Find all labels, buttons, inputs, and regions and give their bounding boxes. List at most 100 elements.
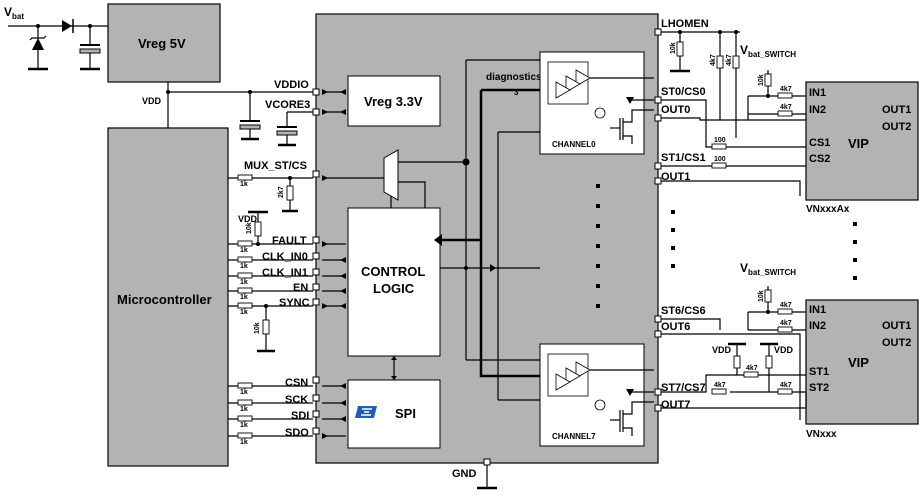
- pin-sync: SYNC: [279, 297, 310, 309]
- pin-clk-in1: CLK_IN1: [262, 267, 308, 279]
- svg-text:10k: 10k: [246, 222, 253, 234]
- svg-text:1k: 1k: [240, 309, 248, 316]
- vip-b-part: VNxxx: [806, 429, 837, 440]
- vip-a-pin-cs1: CS1: [809, 137, 830, 149]
- pin-out0: OUT0: [661, 104, 690, 116]
- mcu-label: Microcontroller: [117, 292, 212, 307]
- pin-en: EN: [293, 282, 308, 294]
- vip-a-pin-in2: IN2: [809, 104, 826, 116]
- pin-sdo: SDO: [285, 427, 309, 439]
- vreg5-block: [107, 3, 221, 83]
- svg-text:1k: 1k: [240, 181, 248, 188]
- internal-control-arrows: [322, 241, 397, 439]
- control-logic-label-2: LOGIC: [373, 281, 415, 296]
- vreg5-label: Vreg 5V: [138, 36, 186, 51]
- svg-text:1k: 1k: [240, 263, 248, 270]
- vbat-switch-a: Vbat_SWITCH: [740, 43, 796, 59]
- svg-text:10k: 10k: [254, 322, 261, 334]
- pin-out7: OUT7: [661, 399, 690, 411]
- output-ellipsis: [671, 210, 675, 268]
- input-diode-icon: [62, 19, 74, 33]
- svg-text:4k7: 4k7: [726, 54, 733, 66]
- svg-text:1k: 1k: [240, 247, 248, 254]
- svg-text:10k: 10k: [670, 42, 677, 54]
- pin-csn: CSN: [285, 377, 308, 389]
- channel-ellipsis: [596, 184, 600, 308]
- pin-st7: ST7/CS7: [661, 382, 706, 394]
- st-logo-icon: [355, 406, 377, 418]
- fault-pullup-vdd: VDD: [238, 214, 258, 224]
- vip-b-pin-in1: IN1: [809, 304, 826, 316]
- pin-sck: SCK: [285, 394, 308, 406]
- svg-text:10k: 10k: [758, 290, 765, 302]
- pin-fault: FAULT: [272, 235, 307, 247]
- svg-text:4k7: 4k7: [710, 54, 717, 66]
- vip-ellipsis: [853, 222, 857, 280]
- vip-a-pin-in1: IN1: [809, 87, 826, 99]
- svg-text:4k7: 4k7: [780, 382, 792, 389]
- pin-out6: OUT6: [661, 321, 690, 333]
- channel0-label: CHANNEL0: [552, 140, 596, 149]
- vip-b-label: VIP: [848, 355, 869, 370]
- channel7-label: CHANNEL7: [552, 432, 596, 441]
- bus-width-label: 3: [514, 88, 519, 97]
- pin-st0: ST0/CS0: [661, 86, 706, 98]
- vreg33-label: Vreg 3.3V: [364, 94, 423, 109]
- vip-a-pin-out2: OUT2: [882, 121, 911, 133]
- control-logic-block: [347, 207, 441, 357]
- svg-text:1k: 1k: [240, 389, 248, 396]
- channel7-amps-icon: [547, 353, 654, 436]
- spi-label: SPI: [395, 406, 416, 421]
- svg-text:4k7: 4k7: [714, 382, 726, 389]
- pin-mux: MUX_ST/CS: [244, 160, 307, 172]
- vip-a-block: [805, 81, 919, 201]
- pin-st1: ST1/CS1: [661, 152, 706, 164]
- gnd-label: GND: [452, 468, 477, 480]
- svg-text:4k7: 4k7: [746, 365, 758, 372]
- svg-text:2k7: 2k7: [278, 186, 285, 198]
- vip-a-pin-cs2: CS2: [809, 153, 830, 165]
- pin-lhomen: LHOMEN: [661, 18, 709, 30]
- pin-vddio: VDDIO: [274, 79, 309, 91]
- vip-b-pin-st1: ST1: [809, 366, 829, 378]
- vbat-switch-b: Vbat_SWITCH: [740, 261, 796, 277]
- svg-text:1k: 1k: [240, 279, 248, 286]
- svg-text:1k: 1k: [240, 439, 248, 446]
- vip-b-vdd-left: VDD: [712, 345, 732, 355]
- diagnostics-label: diagnostics: [486, 72, 542, 83]
- pin-st6: ST6/CS6: [661, 305, 706, 317]
- vcore-cap-icon: [276, 112, 298, 147]
- svg-text:4k7: 4k7: [780, 104, 792, 111]
- channel0-amps-icon: [547, 61, 654, 144]
- svg-text:100: 100: [714, 156, 726, 163]
- pin-sdi: SDI: [291, 410, 309, 422]
- vip-a-pin-out1: OUT1: [882, 104, 911, 116]
- tvs-diode-icon: [28, 26, 48, 71]
- pin-vcore3: VCORE3: [265, 99, 310, 111]
- vip-b-pin-st2: ST2: [809, 382, 829, 394]
- svg-text:4k7: 4k7: [780, 302, 792, 309]
- pin-out1: OUT1: [661, 171, 690, 183]
- vip-b-pin-out2: OUT2: [882, 337, 911, 349]
- vbat-label: Vbat: [4, 5, 24, 21]
- control-logic-label-1: CONTROL: [361, 264, 425, 279]
- vip-b-pin-in2: IN2: [809, 320, 826, 332]
- vip-a-part: VNxxxAx: [806, 204, 850, 215]
- input-cap-icon: [79, 26, 101, 71]
- vip-b-vdd-right: VDD: [774, 345, 794, 355]
- vdd-rail-label: VDD: [142, 96, 162, 106]
- svg-text:1k: 1k: [240, 406, 248, 413]
- vip-a-label: VIP: [848, 136, 869, 151]
- svg-text:1k: 1k: [240, 294, 248, 301]
- svg-text:4k7: 4k7: [780, 86, 792, 93]
- svg-text:1k: 1k: [240, 422, 248, 429]
- vip-b-pin-out1: OUT1: [882, 320, 911, 332]
- svg-text:10k: 10k: [758, 74, 765, 86]
- mux-icon: [322, 149, 466, 208]
- pin-clk-in0: CLK_IN0: [262, 251, 308, 263]
- vreg33-block: [347, 75, 441, 127]
- vddio-cap-icon: [239, 92, 261, 141]
- svg-text:4k7: 4k7: [780, 320, 792, 327]
- vip-b-block: [805, 299, 919, 425]
